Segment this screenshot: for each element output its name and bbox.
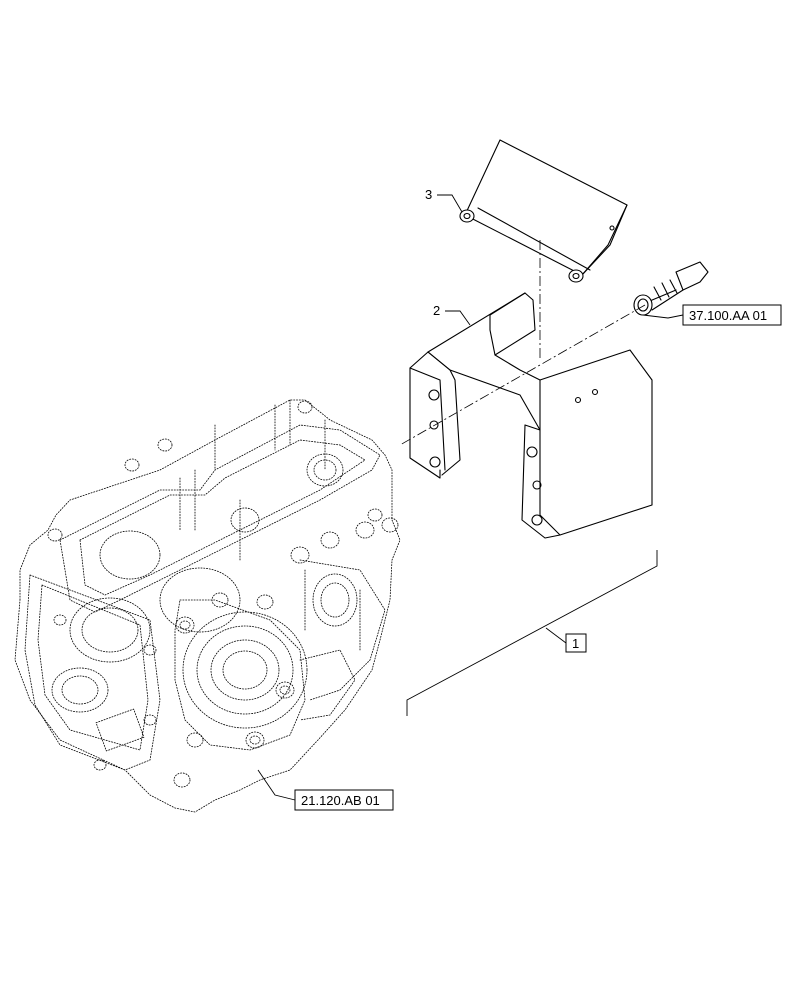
- callout-item-2-label: 2: [433, 303, 440, 318]
- callout-item-1-label: 1: [572, 636, 579, 651]
- reference-bolt: 37.100.AA 01: [642, 304, 782, 326]
- bolt-washer-part: [633, 261, 709, 316]
- callout-item-3: 3: [425, 187, 463, 213]
- cover-plate-part: [459, 139, 628, 283]
- bracket-part: [409, 292, 653, 539]
- callout-item-1: 1: [565, 633, 587, 653]
- reference-bolt-label: 37.100.AA 01: [689, 308, 767, 323]
- alignment-lines: [399, 240, 646, 446]
- reference-housing: 21.120.AB 01: [257, 769, 394, 811]
- reference-housing-label: 21.120.AB 01: [301, 793, 380, 808]
- callout-item-3-label: 3: [425, 187, 432, 202]
- transmission-housing: [14, 399, 401, 813]
- callout-item-2: 2: [433, 303, 471, 326]
- assembly-group-line: [406, 550, 658, 716]
